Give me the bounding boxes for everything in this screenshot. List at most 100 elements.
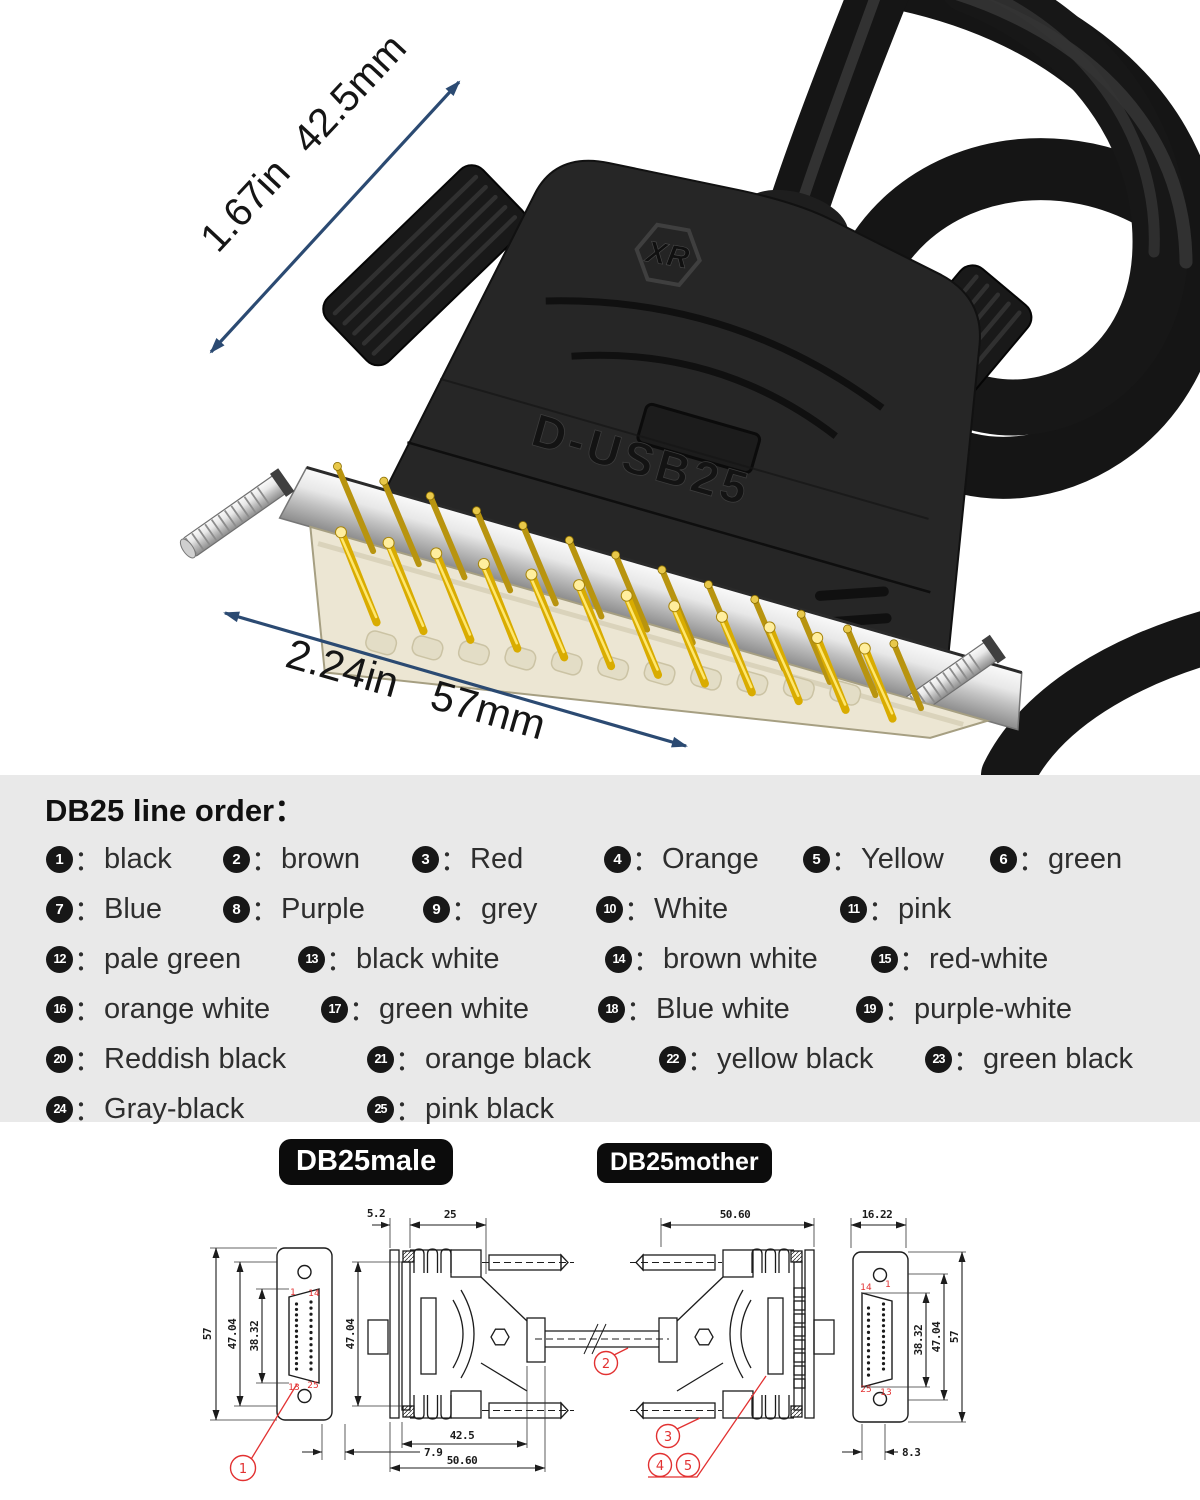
pin-1-label: 1 bbox=[290, 1288, 296, 1298]
line-order-item: 2：brown bbox=[223, 839, 412, 879]
wire-color-label: Reddish black bbox=[104, 1042, 287, 1075]
callout-1: 1 bbox=[229, 1383, 298, 1482]
mother-front-view bbox=[852, 1251, 909, 1423]
pin-25-label: 25 bbox=[860, 1385, 871, 1395]
colon-separator: ： bbox=[251, 895, 280, 926]
male-front-view bbox=[276, 1247, 333, 1421]
wire-color-label: black white bbox=[356, 942, 500, 975]
wire-color-label: pink black bbox=[425, 1092, 554, 1125]
wire-color-label: Red bbox=[470, 842, 524, 875]
pin-13-label: 13 bbox=[880, 1388, 891, 1398]
pin-number-badge: 23 bbox=[925, 1045, 952, 1073]
line-order-item: 19：purple-white bbox=[856, 989, 1072, 1029]
callout-2-number: 2 bbox=[602, 1357, 610, 1372]
colon-separator: ： bbox=[395, 1095, 424, 1126]
colon-separator: ： bbox=[326, 945, 355, 976]
dim-42-5: 42.5 bbox=[450, 1429, 475, 1442]
xr-logo-icon: XR bbox=[634, 222, 702, 288]
line-order-item: 24：Gray-black bbox=[46, 1089, 367, 1129]
dim-7-9: 7.9 bbox=[424, 1446, 442, 1459]
wire-color-label: pink bbox=[898, 892, 952, 925]
line-order-item: 3：Red bbox=[412, 839, 604, 879]
pin-number-badge: 24 bbox=[46, 1095, 73, 1123]
line-order-item: 12：pale green bbox=[46, 939, 298, 979]
line-order-item: 18：Blue white bbox=[598, 989, 856, 1029]
wire-color-label: orange white bbox=[104, 992, 271, 1025]
pin-number-badge: 12 bbox=[46, 945, 73, 973]
pin-number-badge: 11 bbox=[840, 895, 867, 923]
callout-3-number: 3 bbox=[664, 1430, 672, 1445]
colon-separator: ： bbox=[953, 1045, 982, 1076]
wire-color-label: pale green bbox=[104, 942, 242, 975]
line-order-item: 11：pink bbox=[840, 889, 951, 929]
pin-number-badge: 9 bbox=[423, 895, 450, 923]
line-order-item: 10：White bbox=[596, 889, 840, 929]
line-order-item: 7：Blue bbox=[46, 889, 223, 929]
wire-color-label: yellow black bbox=[717, 1042, 874, 1075]
colon-separator: ： bbox=[633, 945, 662, 976]
pin-dots-col bbox=[294, 1302, 299, 1371]
dim-height-mm: 42.5mm bbox=[284, 26, 415, 162]
pin-number-badge: 16 bbox=[46, 995, 73, 1023]
male-side-view bbox=[367, 1248, 574, 1420]
boot-slot bbox=[636, 402, 762, 475]
colon-separator: ： bbox=[868, 895, 897, 926]
wire-color-label: Blue bbox=[104, 892, 163, 925]
line-order-item: 16：orange white bbox=[46, 989, 321, 1029]
line-order-item: 1：black bbox=[46, 839, 223, 879]
pin-number-badge: 1 bbox=[46, 845, 73, 873]
colon-separator: ： bbox=[624, 895, 653, 926]
pin-dots-col bbox=[309, 1300, 313, 1371]
male-front-extension-lines bbox=[210, 1247, 346, 1460]
line-order-item: 20：Reddish black bbox=[46, 1039, 367, 1079]
line-order-item: 25：pink black bbox=[367, 1089, 554, 1129]
pin-number-badge: 18 bbox=[598, 995, 625, 1023]
colon-separator: ： bbox=[626, 995, 655, 1026]
line-order-item: 17：green white bbox=[321, 989, 598, 1029]
line-order-item: 23：green black bbox=[925, 1039, 1133, 1079]
pin-number-badge: 14 bbox=[605, 945, 632, 973]
dim-50-60-mother: 50.60 bbox=[720, 1208, 751, 1221]
pin-number-badge: 2 bbox=[223, 845, 250, 873]
wire-color-label: grey bbox=[481, 892, 538, 925]
pin-dots-col bbox=[881, 1302, 886, 1371]
cable-between-connectors bbox=[535, 1323, 669, 1355]
line-order-item: 5：Yellow bbox=[803, 839, 990, 879]
pin-1-label: 1 bbox=[885, 1280, 891, 1290]
male-diagram-label: DB25male bbox=[279, 1139, 454, 1185]
dim-38-32-f: 38.32 bbox=[912, 1325, 925, 1356]
colon-separator: ： bbox=[831, 845, 860, 876]
wire-color-label: green bbox=[1048, 842, 1123, 875]
callout-5-number: 5 bbox=[684, 1459, 692, 1474]
mother-side-view bbox=[630, 1248, 835, 1420]
mother-side-extension-lines bbox=[660, 1218, 815, 1247]
pin-number-badge: 20 bbox=[46, 1045, 73, 1073]
wire-color-label: green black bbox=[983, 1042, 1133, 1075]
gold-pins bbox=[333, 461, 925, 723]
colon-separator: ： bbox=[349, 995, 378, 1026]
contact-squares bbox=[793, 1287, 806, 1389]
mother-front-dim-lines bbox=[842, 1221, 966, 1453]
mother-diagram-label: DB25mother bbox=[597, 1143, 772, 1183]
colon-separator: ： bbox=[440, 845, 469, 876]
line-order-item: 8：Purple bbox=[223, 889, 423, 929]
pin-number-badge: 3 bbox=[412, 845, 439, 873]
dim-5-2: 5.2 bbox=[367, 1207, 385, 1220]
colon-separator: ： bbox=[687, 1045, 716, 1076]
colon-separator: ： bbox=[74, 995, 103, 1026]
wire-color-label: Yellow bbox=[861, 842, 944, 875]
pin-number-badge: 15 bbox=[871, 945, 898, 973]
dim-height-inches: 1.67in bbox=[192, 151, 299, 261]
pin-number-badge: 25 bbox=[367, 1095, 394, 1123]
wire-color-label: brown white bbox=[663, 942, 818, 975]
dim-57: 57 bbox=[201, 1328, 214, 1340]
line-order-item: 15：red-white bbox=[871, 939, 1048, 979]
dim-25: 25 bbox=[444, 1208, 456, 1221]
callout-1-number: 1 bbox=[239, 1462, 247, 1477]
pin-14-label: 14 bbox=[308, 1289, 320, 1299]
